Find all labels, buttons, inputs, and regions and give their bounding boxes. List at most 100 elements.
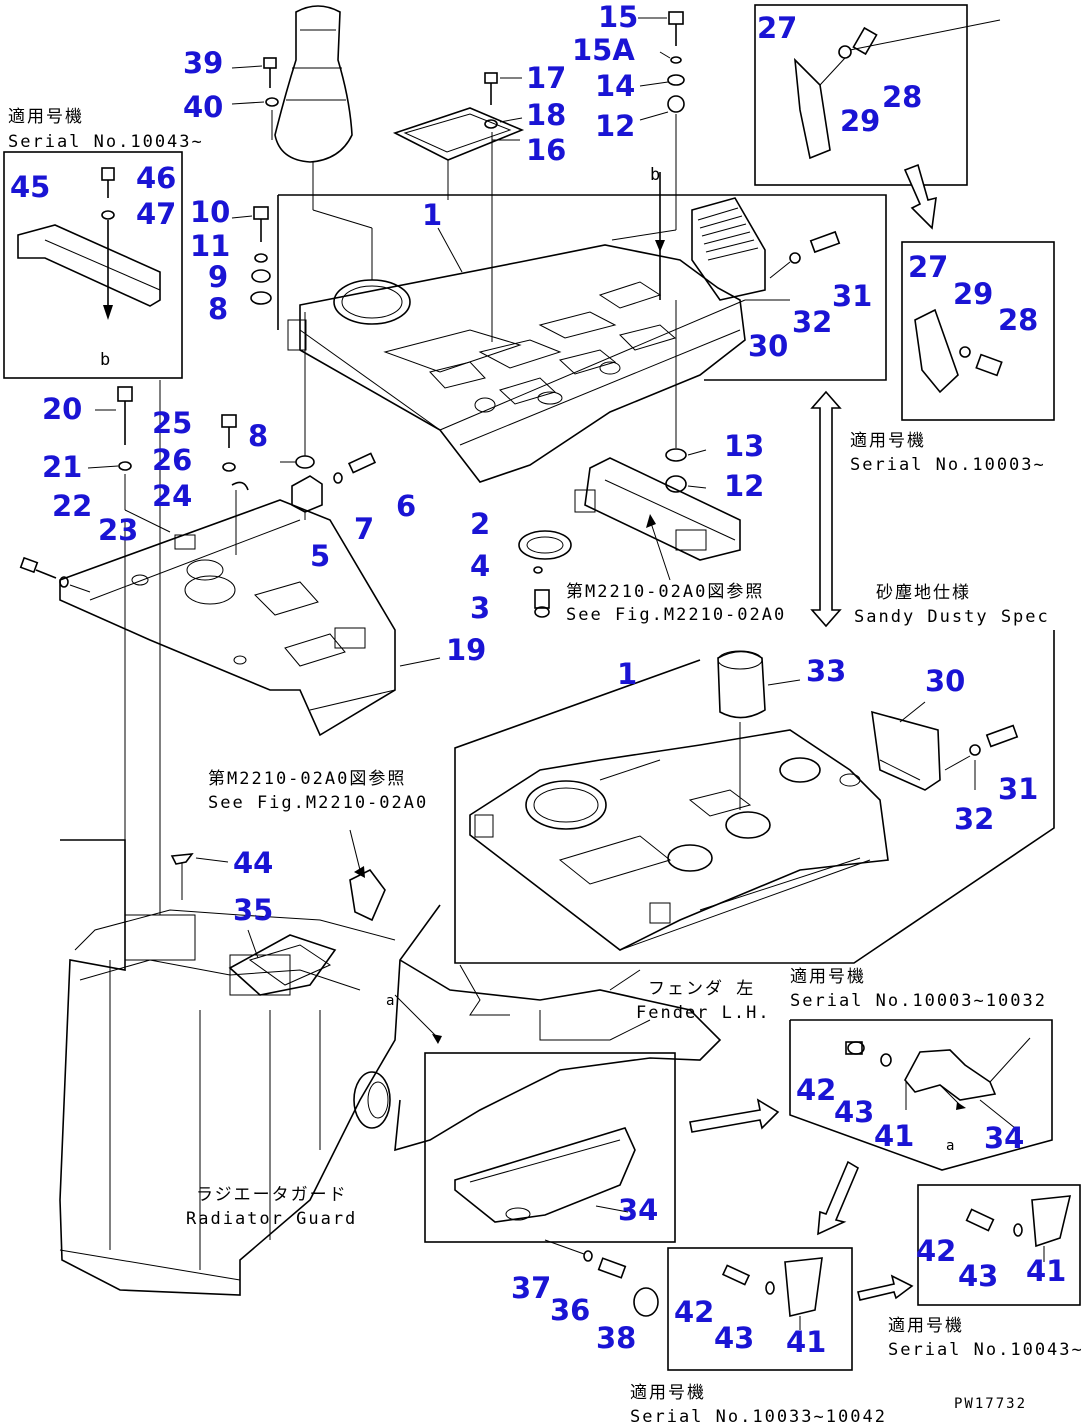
callout-41-a: 41	[874, 1119, 914, 1153]
arrow-to-fender	[394, 994, 442, 1044]
callout-43-b: 43	[714, 1321, 754, 1355]
radiator-guard	[59, 839, 441, 1296]
callout-32-top: 32	[792, 305, 832, 339]
bolt-22	[19, 556, 91, 593]
callout-8-top: 8	[208, 292, 228, 326]
clip-44	[170, 853, 229, 900]
callout-29-lower: 29	[953, 277, 993, 311]
a-label-1: a	[386, 993, 396, 1009]
bolt-39	[231, 57, 279, 140]
callout-12-lower: 12	[724, 469, 764, 503]
gasket-2-plug-3	[518, 530, 572, 618]
callout-3: 3	[470, 591, 490, 625]
shaft-b-top: b	[650, 165, 665, 300]
callout-43-a: 43	[834, 1095, 874, 1129]
serial-10043b-jp: 適用号機	[888, 1316, 964, 1336]
b-label-top: b	[650, 165, 662, 185]
arrow-to-10003-10032	[689, 1098, 780, 1133]
callout-30-top: 30	[748, 329, 788, 363]
serial-10003-en: Serial No.10003~	[850, 455, 1046, 475]
callout-42-b: 42	[674, 1295, 714, 1329]
arrow-to-10043b	[857, 1274, 914, 1301]
see-fig-mid-en: See Fig.M2210-02A0	[208, 793, 428, 813]
precleaner-33	[717, 650, 801, 810]
callout-9: 9	[208, 260, 228, 294]
main-cover-1	[287, 244, 790, 483]
fender-en: Fender L.H.	[636, 1003, 771, 1023]
callout-1-sandy: 1	[617, 657, 637, 691]
callout-25: 25	[152, 406, 192, 440]
callout-47: 47	[136, 197, 176, 231]
callout-17: 17	[526, 61, 566, 95]
callout-8-mid: 8	[248, 419, 268, 453]
mount-35	[124, 380, 337, 996]
inset-frame-serial-10003-10032	[789, 1019, 1053, 1171]
bracket-41b	[721, 1257, 823, 1330]
grille-30-sandy	[871, 701, 941, 791]
inset-frame-serial-10033-10042	[667, 1247, 853, 1371]
see-fig-top-en: See Fig.M2210-02A0	[566, 605, 786, 625]
serial-10003-jp: 適用号機	[850, 431, 926, 451]
callout-27-top: 27	[757, 11, 797, 45]
bracket-M2210	[574, 457, 741, 561]
callout-44: 44	[233, 846, 273, 880]
arrow-down-top-right	[903, 163, 937, 230]
sandy-spec-en: Sandy Dusty Spec	[854, 607, 1050, 627]
callout-33: 33	[806, 654, 846, 688]
callout-19: 19	[446, 633, 486, 667]
callout-34-a: 34	[984, 1121, 1024, 1155]
drawing-code: PW17732	[954, 1396, 1027, 1412]
bolt-36	[544, 1239, 659, 1317]
bracket-27-lower	[914, 308, 1003, 394]
boot-part	[274, 5, 373, 280]
callout-30-sandy: 30	[925, 664, 965, 698]
fender-LH: a	[353, 959, 722, 1152]
inset-frame-serial-10043b	[917, 1184, 1081, 1306]
callout-37: 37	[511, 1271, 551, 1305]
b-label-left: b	[100, 350, 112, 370]
callout-24: 24	[152, 479, 192, 513]
callout-45: 45	[10, 170, 50, 204]
callout-4: 4	[470, 549, 490, 583]
grille-30-top	[691, 197, 766, 301]
callout-43-c: 43	[958, 1259, 998, 1293]
callout-38: 38	[596, 1321, 636, 1355]
bolt-15	[611, 11, 685, 241]
inset-frame-27-28-29	[754, 4, 968, 186]
callout-2: 2	[470, 507, 490, 541]
arrow-to-10033-10042	[817, 1160, 860, 1236]
callout-13: 13	[724, 429, 764, 463]
serial-10033-10042-en: Serial No.10033~10042	[630, 1407, 887, 1427]
callout-42-a: 42	[796, 1073, 836, 1107]
double-arrow-sandy	[810, 390, 842, 628]
callout-20: 20	[42, 392, 82, 426]
callout-42-c: 42	[916, 1234, 956, 1268]
bolt-31-sandy	[944, 724, 1019, 790]
clip-see-fig	[349, 829, 386, 922]
bracket-41a: a	[845, 1037, 1031, 1154]
callout-18: 18	[526, 98, 566, 132]
main-cover-sandy	[469, 729, 889, 951]
main-cover-frame	[278, 194, 887, 381]
callout-40: 40	[183, 90, 223, 124]
arrow-see-fig	[646, 514, 671, 581]
callout-22: 22	[52, 489, 92, 523]
callout-32-sandy: 32	[954, 802, 994, 836]
radiator-guard-en: Radiator Guard	[186, 1209, 357, 1229]
callout-27-lower: 27	[908, 250, 948, 284]
serial-10003-10032-en: Serial No.10003~10032	[790, 991, 1047, 1011]
gasket-16	[392, 107, 525, 342]
radiator-guard-jp: ラジエータガード	[196, 1185, 348, 1205]
inset-frame-serial-10043	[3, 151, 183, 379]
serial-10043-en: Serial No.10043~	[8, 132, 204, 152]
callout-10: 10	[190, 195, 230, 229]
bolt-20	[87, 386, 171, 533]
see-fig-mid-jp: 第M2210-02A0図参照	[208, 769, 406, 789]
serial-10043-jp: 適用号機	[8, 107, 84, 127]
callout-41-b: 41	[786, 1325, 826, 1359]
bracket-45: b	[17, 167, 161, 370]
callout-6: 6	[396, 489, 416, 523]
callout-16: 16	[526, 133, 566, 167]
serial-10043b-en: Serial No.10043~	[888, 1340, 1084, 1360]
bolt-31-top	[769, 230, 841, 279]
